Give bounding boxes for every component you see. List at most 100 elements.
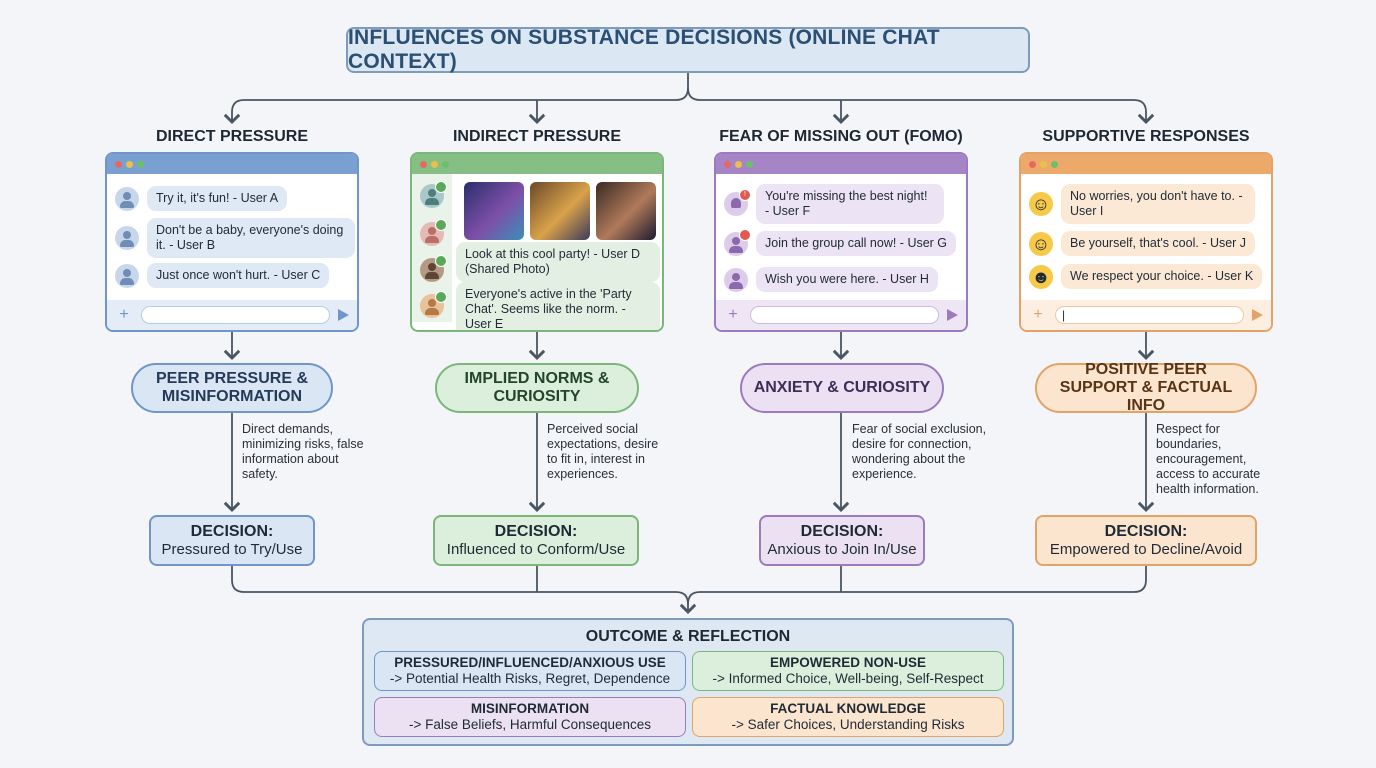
message-input-bar: + |	[1021, 300, 1271, 330]
list-item: ! You're missing the best night! - User …	[724, 184, 964, 224]
user-avatar-icon[interactable]	[420, 291, 447, 318]
message-input[interactable]	[750, 306, 939, 324]
outcome-text: -> Informed Choice, Well-being, Self-Res…	[712, 671, 984, 686]
slight-smile-icon: ☺	[1029, 231, 1053, 256]
chat-bubble: Wish you were here. - User H	[756, 267, 938, 292]
heading-supportive: SUPPORTIVE RESPONSES	[1042, 128, 1250, 145]
minimize-dot-icon[interactable]	[735, 160, 742, 168]
message-input[interactable]	[141, 306, 330, 324]
window-titlebar	[716, 154, 966, 174]
chat-bubble: We respect your choice. - User K	[1061, 264, 1263, 289]
pill-positive-support: POSITIVE PEER SUPPORT & FACTUAL INFO	[1035, 361, 1257, 414]
send-icon[interactable]	[338, 309, 349, 321]
chat-bubble: Don't be a baby, everyone's doing it. - …	[147, 218, 355, 258]
chat-bubble: Try it, it's fun! - User A	[147, 186, 288, 211]
user-avatar-icon	[115, 263, 139, 288]
shared-photos[interactable]	[462, 182, 658, 240]
chat-bubble: Everyone's active in the 'Party Chat'. S…	[456, 282, 660, 330]
bell-icon: !	[724, 189, 751, 216]
party-photo-2[interactable]	[530, 182, 590, 240]
decision-label: DECISION:	[190, 522, 274, 540]
outcome-empowered: EMPOWERED NON-USE -> Informed Choice, We…	[692, 651, 1004, 691]
pill-anxiety: ANXIETY & CURIOSITY	[740, 363, 944, 413]
party-photo-3[interactable]	[596, 182, 656, 240]
user-avatar-icon	[724, 267, 748, 292]
close-dot-icon[interactable]	[724, 160, 731, 168]
user-avatar-icon	[115, 226, 139, 250]
user-avatar-icon[interactable]	[420, 181, 447, 208]
decision-text: Empowered to Decline/Avoid	[1049, 540, 1243, 558]
minimize-dot-icon[interactable]	[431, 160, 438, 168]
window-titlebar	[1021, 154, 1271, 174]
outcome-head: EMPOWERED NON-USE	[769, 655, 926, 670]
decision-label: DECISION:	[494, 522, 578, 540]
plus-icon[interactable]: +	[119, 306, 129, 323]
user-avatar-icon[interactable]	[420, 219, 447, 246]
group-call-icon	[724, 228, 751, 256]
list-item: ☻ We respect your choice. - User K	[1029, 264, 1263, 289]
chat-bubble: Just once won't hurt. - User C	[147, 263, 330, 288]
decision-text: Anxious to Join In/Use	[767, 540, 917, 558]
note-direct: Direct demands, minimizing risks, false …	[242, 422, 364, 481]
chat-bubble: Join the group call now! - User G	[756, 231, 957, 256]
window-titlebar	[412, 154, 662, 174]
outcome-pressured-use: PRESSURED/INFLUENCED/ANXIOUS USE -> Pote…	[374, 651, 686, 691]
outcome-text: -> False Beliefs, Harmful Consequences	[409, 717, 651, 732]
outcome-head: PRESSURED/INFLUENCED/ANXIOUS USE	[394, 655, 666, 670]
plus-icon[interactable]: +	[728, 306, 738, 323]
chat-bubble: You're missing the best night! - User F	[756, 184, 944, 224]
party-photo-1[interactable]	[464, 182, 524, 240]
chat-bubble: No worries, you don't have to. - User I	[1061, 184, 1255, 224]
note-fomo: Fear of social exclusion, desire for con…	[852, 422, 987, 481]
pill-implied-norms: IMPLIED NORMS & CURIOSITY	[435, 363, 639, 413]
list-item: Try it, it's fun! - User A	[115, 186, 288, 211]
maximize-dot-icon[interactable]	[442, 160, 449, 168]
send-icon[interactable]	[947, 309, 958, 321]
close-dot-icon[interactable]	[1029, 160, 1036, 168]
chat-bubble: Look at this cool party! - User D (Share…	[456, 242, 660, 282]
minimize-dot-icon[interactable]	[1040, 160, 1047, 168]
plus-icon[interactable]: +	[1033, 306, 1043, 323]
heading-fomo: FEAR OF MISSING OUT (FOMO)	[719, 128, 963, 145]
window-titlebar	[107, 154, 357, 174]
message-input-bar: +	[716, 300, 966, 330]
list-item: ☺ Be yourself, that's cool. - User J	[1029, 231, 1256, 256]
chat-window-direct: Try it, it's fun! - User A Don't be a ba…	[105, 152, 359, 332]
decision-supportive: DECISION: Empowered to Decline/Avoid	[1035, 515, 1257, 566]
chat-window-indirect: Look at this cool party! - User D (Share…	[410, 152, 664, 332]
maximize-dot-icon[interactable]	[137, 160, 144, 168]
outcome-text: -> Safer Choices, Understanding Risks	[731, 717, 965, 732]
maximize-dot-icon[interactable]	[746, 160, 753, 168]
smiling-face-icon: ☺	[1029, 192, 1053, 216]
decision-label: DECISION:	[1104, 522, 1188, 540]
outcome-factual: FACTUAL KNOWLEDGE -> Safer Choices, Unde…	[692, 697, 1004, 737]
pill-peer-pressure: PEER PRESSURE & MISINFORMATION	[131, 363, 333, 413]
outcome-text: -> Potential Health Risks, Regret, Depen…	[389, 671, 671, 686]
list-item: ☺ No worries, you don't have to. - User …	[1029, 184, 1269, 224]
chat-bubble: Be yourself, that's cool. - User J	[1061, 231, 1256, 256]
close-dot-icon[interactable]	[420, 160, 427, 168]
user-avatar-icon	[115, 186, 139, 211]
decision-text: Influenced to Conform/Use	[446, 540, 626, 558]
grinning-face-icon: ☻	[1029, 264, 1053, 289]
list-item: Wish you were here. - User H	[724, 267, 938, 292]
decision-fomo: DECISION: Anxious to Join In/Use	[759, 515, 925, 566]
decision-label: DECISION:	[800, 522, 884, 540]
decision-text: Pressured to Try/Use	[161, 540, 303, 558]
heading-direct-pressure: DIRECT PRESSURE	[155, 128, 309, 145]
close-dot-icon[interactable]	[115, 160, 122, 168]
list-item: Just once won't hurt. - User C	[115, 263, 330, 288]
chat-window-fomo: ! You're missing the best night! - User …	[714, 152, 968, 332]
message-input[interactable]: |	[1055, 306, 1244, 324]
user-avatar-icon[interactable]	[420, 255, 447, 282]
maximize-dot-icon[interactable]	[1051, 160, 1058, 168]
outcome-title: OUTCOME & REFLECTION	[585, 628, 791, 645]
decision-direct: DECISION: Pressured to Try/Use	[149, 515, 315, 566]
outcome-misinformation: MISINFORMATION -> False Beliefs, Harmful…	[374, 697, 686, 737]
send-icon[interactable]	[1252, 309, 1263, 321]
chat-window-supportive: ☺ No worries, you don't have to. - User …	[1019, 152, 1273, 332]
contact-rail	[412, 174, 452, 322]
minimize-dot-icon[interactable]	[126, 160, 133, 168]
list-item: Don't be a baby, everyone's doing it. - …	[115, 218, 355, 258]
